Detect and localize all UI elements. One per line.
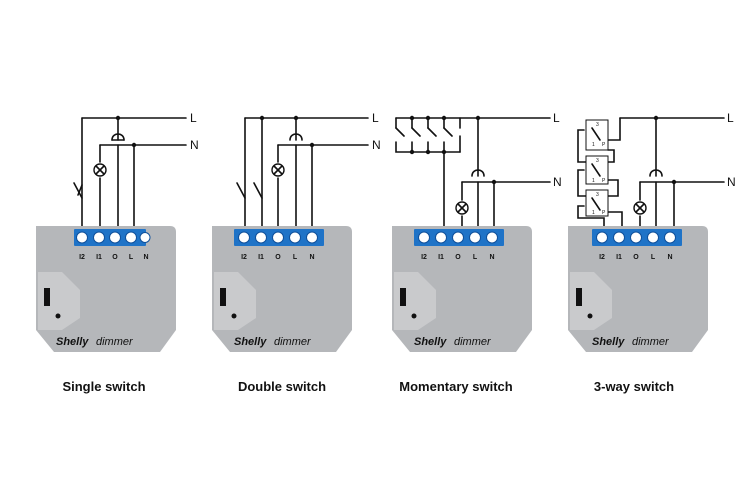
diagram-double-switch: L N I2 I1 O L N Shelly dimmer Double swi… [212,111,381,394]
switch-icon [73,182,83,199]
diagram-single-switch: L N I2 I1 O L N Shelly dimmer Single swi… [36,111,199,394]
diagram-caption: 3-way switch [594,379,674,394]
switch-contact-label: 1 [592,142,595,148]
switch-icon [253,182,263,199]
brand-logo: Shelly [234,336,267,348]
terminal-label: I2 [599,254,605,261]
wiring-single-switch [73,115,187,229]
brand-logo: Shelly [56,336,89,348]
neutral-label: N [190,138,199,152]
switch-contact-label: 1 [592,178,595,184]
switch-contact-label: 3 [596,122,599,128]
live-label: L [727,111,734,125]
terminal-label: O [275,254,281,261]
wiring-double-switch [236,115,369,229]
diagram-momentary-switch: L N I2 I1 O L N Shelly dimmer Momentary … [392,111,562,394]
terminal-label: O [112,254,118,261]
diagram-caption: Double switch [238,379,326,394]
terminal-label: O [455,254,461,261]
shelly-dimmer-device: I2 I1 O L N Shelly dimmer [568,226,708,352]
terminal-label: I1 [258,254,264,261]
terminal-label: I1 [96,254,102,261]
product-name: dimmer [96,336,134,348]
brand-logo: Shelly [414,336,447,348]
terminal-label: I1 [438,254,444,261]
switch-icon [395,127,453,137]
switch-contact-label: 3 [596,192,599,198]
product-name: dimmer [632,336,670,348]
terminal-label: I1 [616,254,622,261]
switch-contact-label: P [602,142,606,148]
neutral-label: N [727,175,736,189]
switch-icon: 1 3 P [585,119,609,151]
terminal-label: L [293,254,298,261]
diagram-3-way-switch: 1 3 P 1 3 P 1 3 P L N [568,111,736,394]
product-name: dimmer [454,336,492,348]
wiring-momentary-switch [395,115,551,229]
neutral-label: N [553,175,562,189]
lamp-icon [633,201,647,215]
switch-icon [236,182,246,199]
lamp-icon [271,163,285,177]
shelly-dimmer-device: I2 I1 O L N Shelly dimmer [36,226,176,352]
terminal-label: L [473,254,478,261]
lamp-icon [455,201,469,215]
switch-contact-label: 1 [592,210,595,216]
terminal-label: N [489,254,494,261]
switch-icon: 1 3 P [585,155,609,185]
lamp-icon [93,163,107,177]
diagram-caption: Single switch [62,379,145,394]
shelly-dimmer-device: I2 I1 O L N Shelly dimmer [212,226,352,352]
switch-icon: 1 3 P [585,189,609,217]
live-label: L [190,111,197,125]
terminal-label: I2 [79,254,85,261]
terminal-label: N [143,254,148,261]
terminal-label: N [309,254,314,261]
terminal-label: N [667,254,672,261]
live-label: L [553,111,560,125]
terminal-label: I2 [241,254,247,261]
diagram-caption: Momentary switch [399,379,512,394]
product-name: dimmer [274,336,312,348]
switch-contact-label: P [602,178,606,184]
wiring-3-way-switch [577,115,725,229]
shelly-dimmer-device: I2 I1 O L N Shelly dimmer [392,226,532,352]
terminal-label: O [633,254,639,261]
brand-logo: Shelly [592,336,625,348]
neutral-label: N [372,138,381,152]
switch-contact-label: P [602,210,606,216]
switch-contact-label: 3 [596,158,599,164]
terminal-label: L [651,254,656,261]
terminal-label: I2 [421,254,427,261]
terminal-label: L [129,254,134,261]
live-label: L [372,111,379,125]
